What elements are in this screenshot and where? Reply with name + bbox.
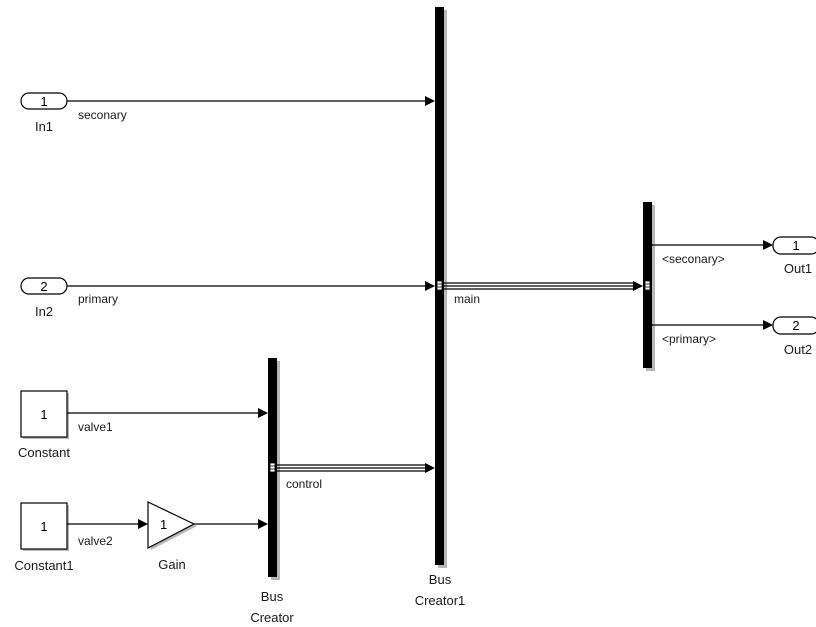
inport-in1-number: 1 bbox=[40, 94, 47, 109]
constant1-label: Constant1 bbox=[14, 558, 73, 573]
outport-out2[interactable]: 2 bbox=[772, 316, 816, 335]
bus-creator-label-line2: Creator bbox=[250, 610, 294, 625]
constant1-value: 1 bbox=[40, 519, 47, 534]
bus-creator1-label-line1: Bus bbox=[429, 572, 452, 587]
bus-creator1-block[interactable] bbox=[435, 7, 447, 568]
signal-line-gain-output[interactable] bbox=[194, 519, 268, 529]
signal-line-valve1[interactable] bbox=[67, 408, 268, 418]
signal-line-primary[interactable] bbox=[67, 281, 435, 291]
bus-label-main: main bbox=[454, 292, 480, 306]
gain-block[interactable]: 1 bbox=[147, 501, 197, 550]
signal-label-selected-seconary: <seconary> bbox=[662, 252, 725, 266]
inport-in2[interactable]: 2 bbox=[20, 277, 68, 295]
outport-out1-number: 1 bbox=[792, 238, 799, 253]
bus-line-main[interactable] bbox=[444, 281, 643, 291]
inport-in2-number: 2 bbox=[40, 279, 47, 294]
outport-out2-number: 2 bbox=[792, 318, 799, 333]
constant-label: Constant bbox=[18, 445, 70, 460]
bus-label-control: control bbox=[286, 477, 322, 491]
outport-out1[interactable]: 1 bbox=[772, 236, 816, 255]
inport-in2-label: In2 bbox=[35, 304, 53, 319]
inport-in1-label: In1 bbox=[35, 119, 53, 134]
bus-selector-block[interactable] bbox=[643, 202, 655, 371]
constant-value: 1 bbox=[40, 407, 47, 422]
outport-out1-label: Out1 bbox=[784, 261, 812, 276]
signal-line-seconary[interactable] bbox=[67, 96, 435, 106]
signal-line-selected-seconary[interactable] bbox=[652, 240, 773, 250]
signal-label-seconary: seconary bbox=[78, 108, 127, 122]
signal-line-selected-primary[interactable] bbox=[652, 320, 773, 330]
gain-value: 1 bbox=[160, 517, 167, 532]
bus-creator1-label-line2: Creator1 bbox=[415, 593, 466, 608]
bus-line-control[interactable] bbox=[277, 463, 435, 473]
inport-in1[interactable]: 1 bbox=[20, 92, 68, 110]
signal-label-valve2: valve2 bbox=[78, 534, 113, 548]
signal-line-valve2[interactable] bbox=[67, 519, 148, 529]
outport-out2-label: Out2 bbox=[784, 342, 812, 357]
signal-label-primary: primary bbox=[78, 292, 118, 306]
signal-label-valve1: valve1 bbox=[78, 420, 113, 434]
constant-block[interactable]: 1 bbox=[20, 390, 69, 439]
bus-creator-label-line1: Bus bbox=[261, 589, 284, 604]
signal-label-selected-primary: <primary> bbox=[662, 332, 716, 346]
constant1-block[interactable]: 1 bbox=[20, 502, 69, 551]
gain-label: Gain bbox=[158, 557, 185, 572]
bus-creator-block[interactable] bbox=[268, 358, 280, 580]
